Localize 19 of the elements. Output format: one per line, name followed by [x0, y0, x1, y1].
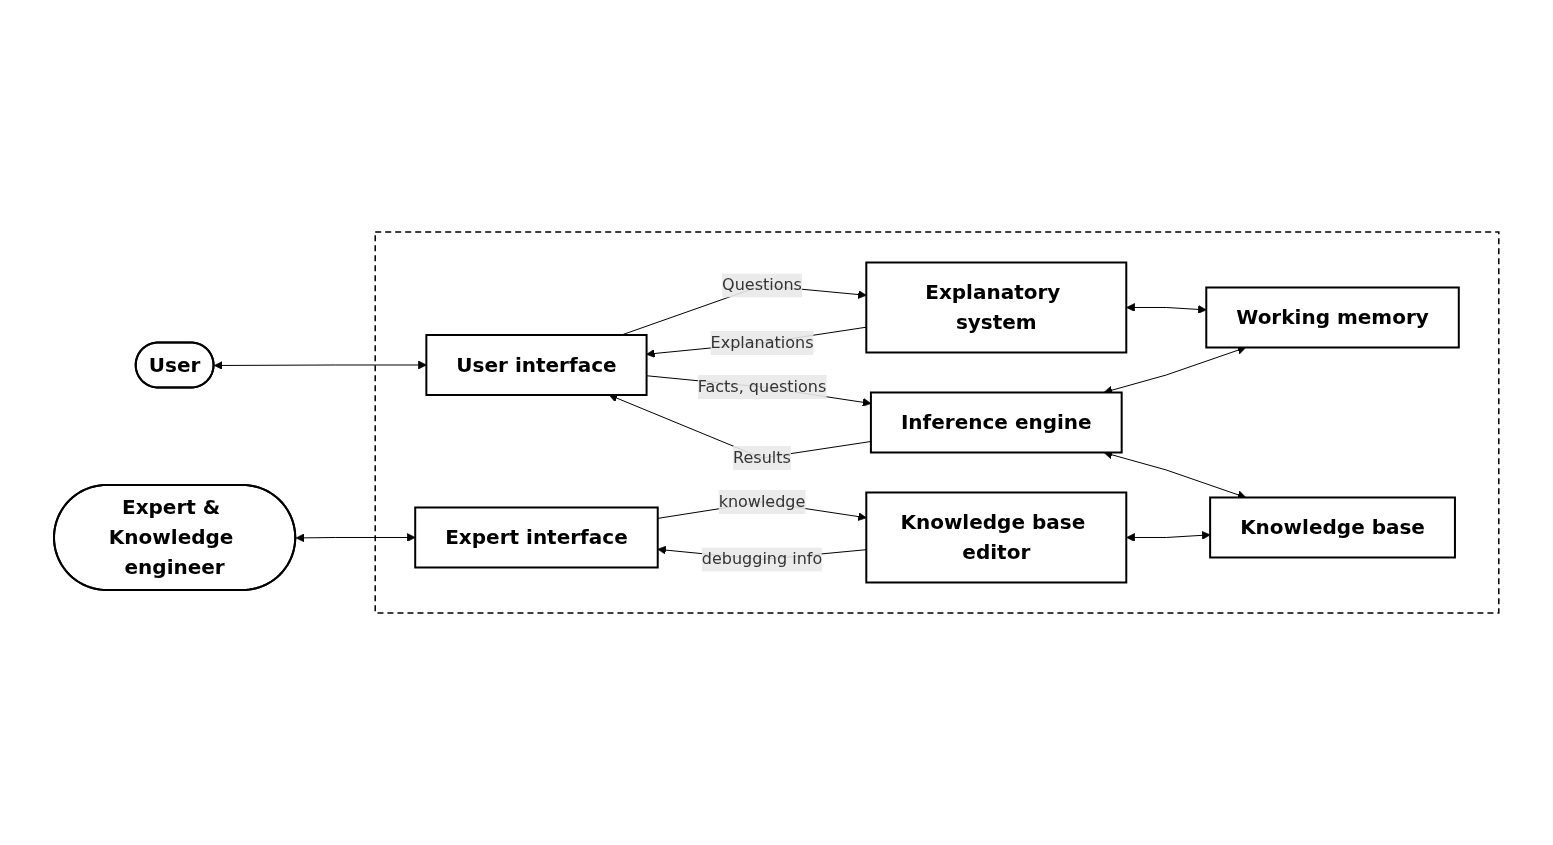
edge-label: debugging info — [701, 549, 823, 569]
edge-label: Questions — [722, 275, 803, 295]
node-box: Knowledge base — [1209, 496, 1457, 559]
node-box: Explanatory system — [865, 261, 1128, 354]
arrow — [295, 533, 416, 543]
edge-label: knowledge — [718, 491, 806, 511]
arrow — [1126, 530, 1211, 542]
node-box: Working memory — [1205, 286, 1460, 349]
arrow — [1126, 303, 1207, 314]
node-box: Knowledge base editor — [865, 491, 1128, 584]
cluster — [374, 231, 1500, 614]
node-box: Expert interface — [414, 506, 659, 569]
node-box: User interface — [425, 334, 648, 396]
arrow — [646, 326, 867, 358]
edge-label: Explanations — [710, 333, 814, 352]
edge-label: Facts, questions — [697, 376, 827, 396]
edge-label: Results — [733, 447, 791, 467]
node-box: Inference engine — [870, 391, 1123, 454]
arrow — [214, 360, 427, 370]
